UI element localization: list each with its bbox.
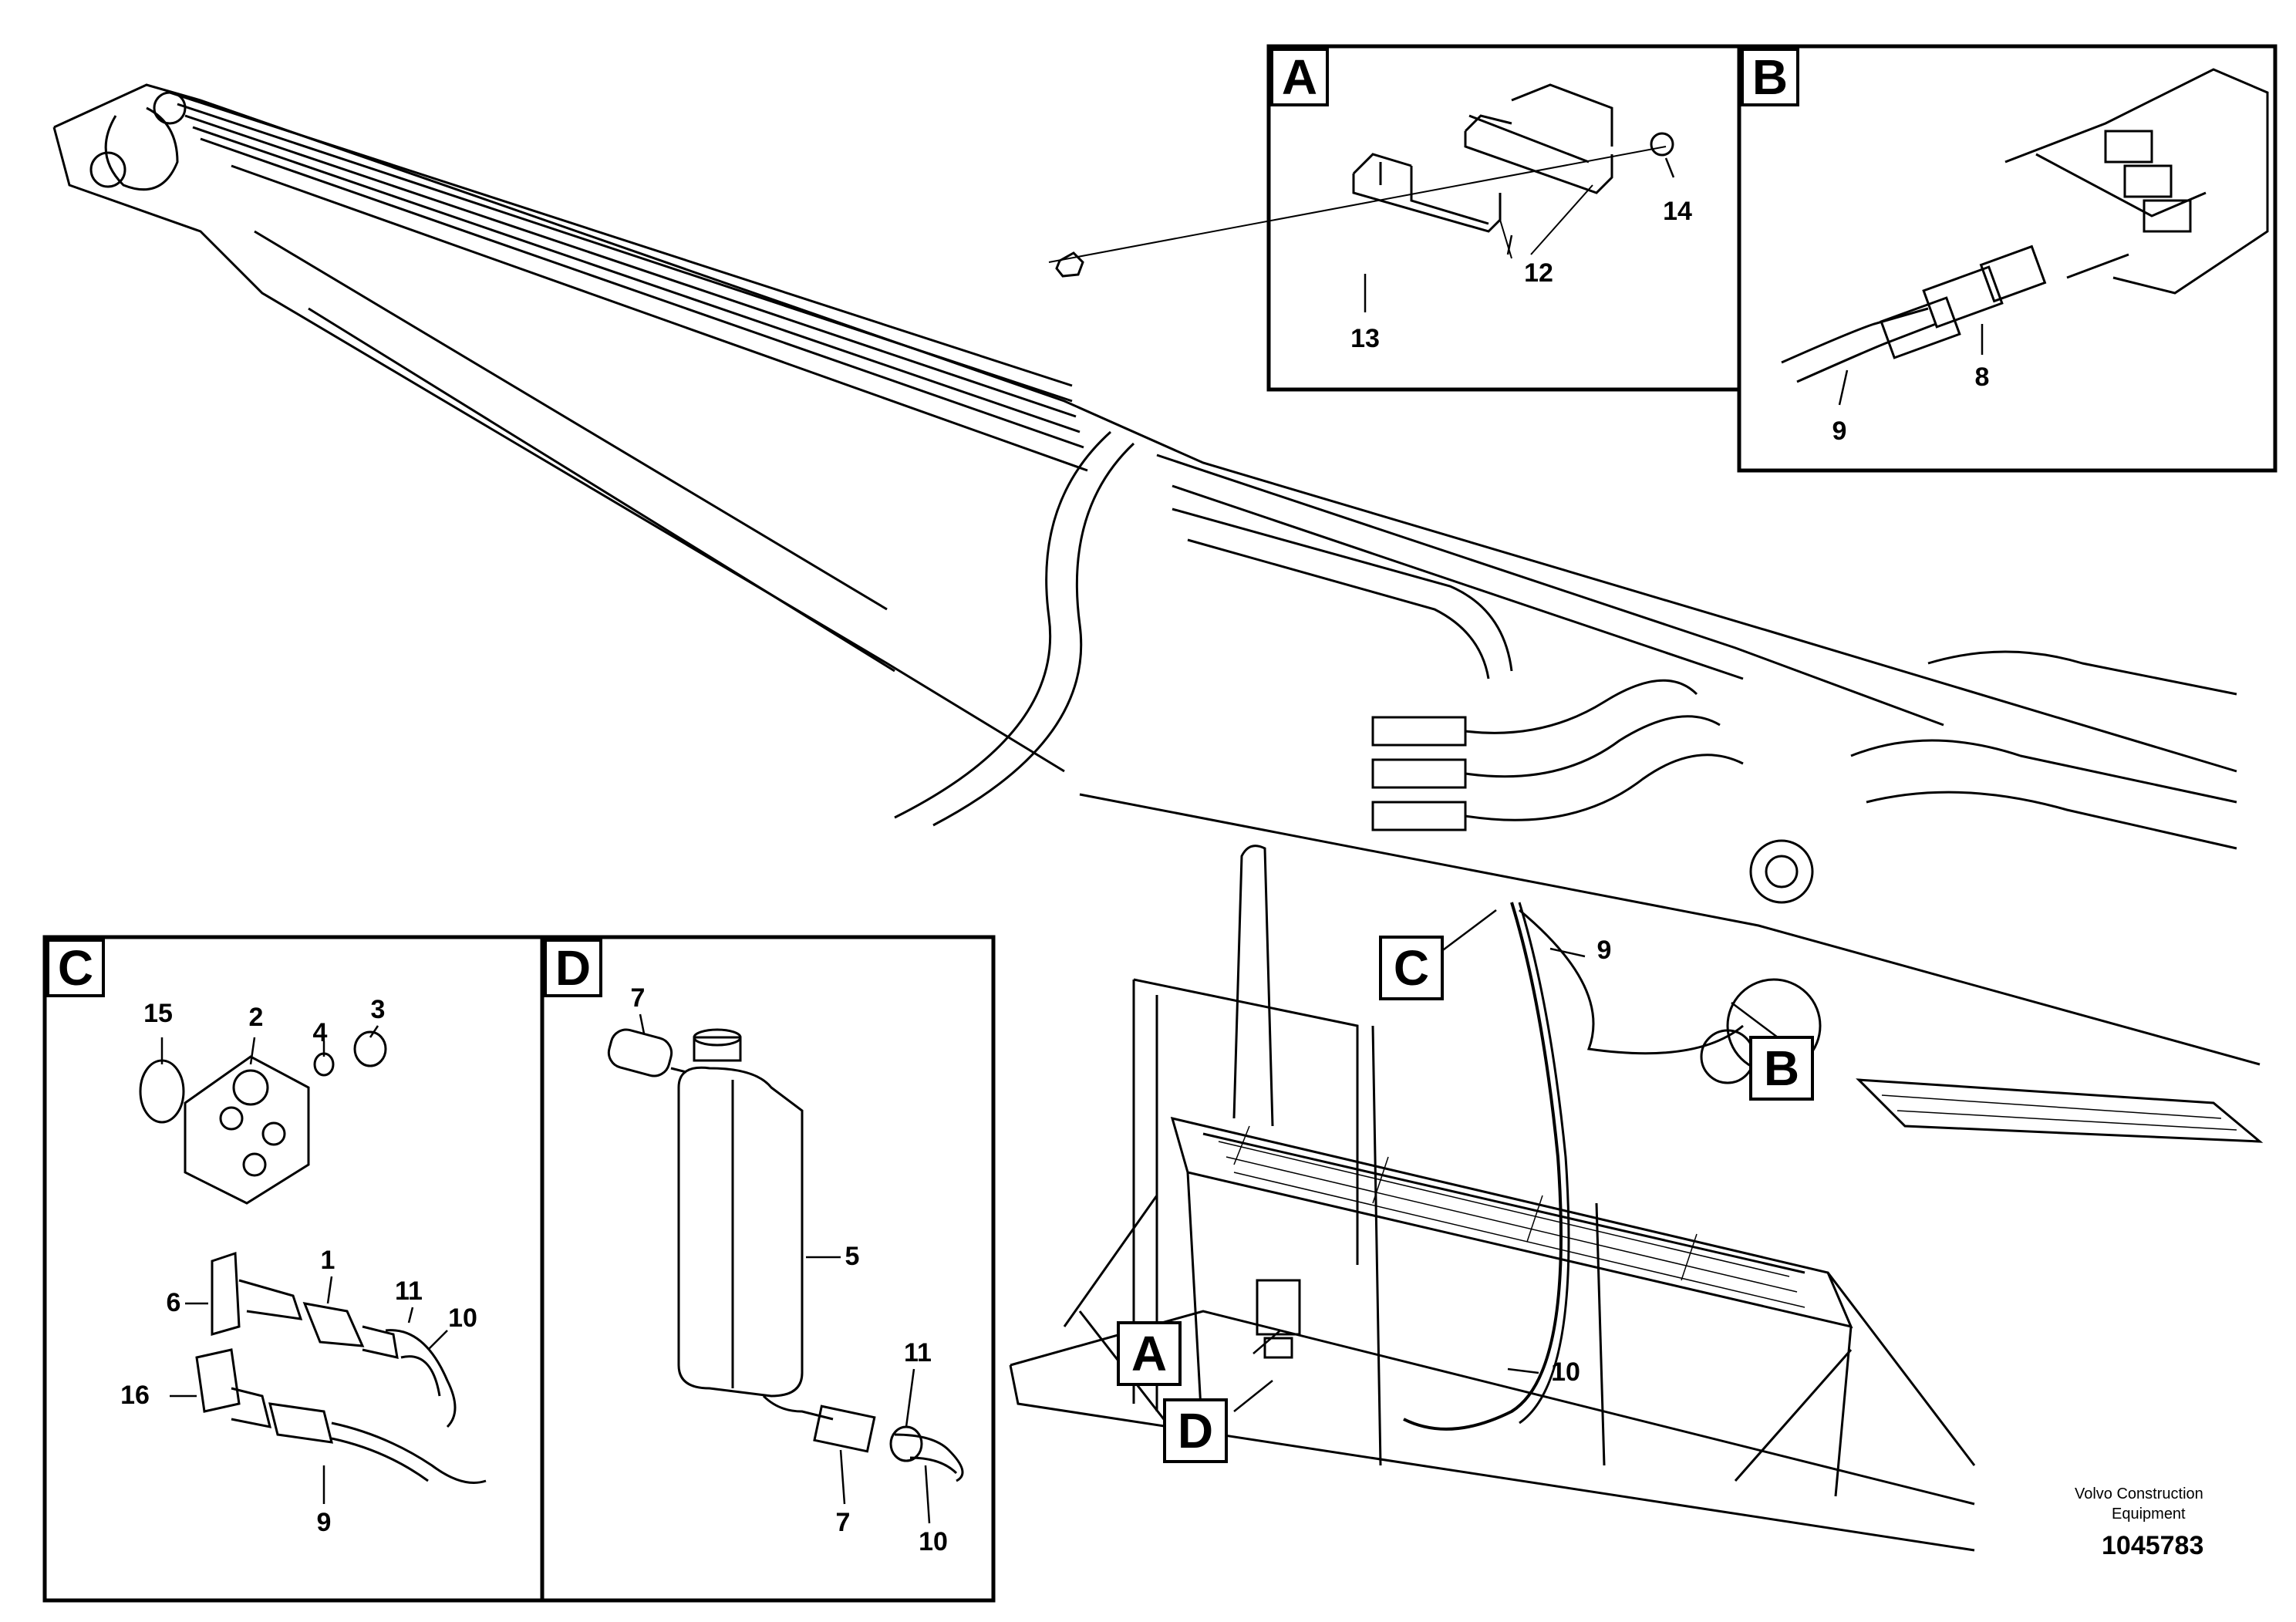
callout-d: D: [1178, 1403, 1213, 1458]
part-label: 5: [845, 1242, 860, 1271]
part-label: 13: [1350, 324, 1380, 353]
part-label: 9: [1597, 936, 1612, 965]
part-label: 8: [1975, 363, 1990, 392]
part-label: 10: [919, 1527, 948, 1556]
detail-view-d: [540, 935, 996, 1603]
detail-view-a: [1048, 44, 1741, 392]
part-label: 3: [371, 995, 386, 1024]
part-label: 10: [1551, 1357, 1580, 1387]
leader-lines: [160, 157, 1984, 1524]
part-label: 11: [395, 1276, 423, 1306]
part-label: 15: [143, 999, 173, 1028]
part-label: 16: [120, 1381, 150, 1410]
detail-b-title: B: [1752, 49, 1788, 105]
detail-view-b: [1737, 44, 2277, 473]
brand-name-line1: Volvo Construction: [2075, 1485, 2203, 1502]
part-label: 7: [836, 1508, 851, 1537]
part-label: 9: [1832, 416, 1847, 446]
part-label: 7: [631, 983, 646, 1013]
part-label: 10: [448, 1303, 477, 1333]
callout-c: C: [1394, 940, 1429, 996]
part-label: 12: [1524, 258, 1553, 288]
main-callout-boxes: [1117, 936, 1814, 1463]
part-label: 9: [317, 1508, 332, 1537]
part-label: 4: [313, 1018, 328, 1047]
detail-view-c: [42, 935, 544, 1603]
brand-name-line2: Equipment: [2112, 1506, 2186, 1523]
part-label: 14: [1663, 197, 1692, 226]
detail-d-title: D: [555, 940, 591, 996]
callout-a: A: [1131, 1326, 1167, 1381]
part-label: 11: [904, 1338, 932, 1367]
callout-b: B: [1764, 1040, 1799, 1096]
part-label: 6: [167, 1288, 181, 1317]
part-label: 1: [321, 1246, 335, 1275]
document-number: 1045783: [2102, 1531, 2204, 1560]
detail-c-title: C: [58, 940, 93, 996]
detail-a-title: A: [1282, 49, 1317, 105]
boom-illustration: [52, 83, 2261, 1431]
part-label: 2: [249, 1003, 264, 1032]
